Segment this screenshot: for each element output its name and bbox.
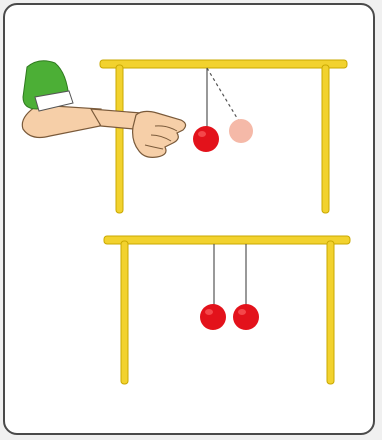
- bottom-frame-right-leg: [327, 241, 334, 384]
- top-frame-crossbar: [100, 60, 347, 68]
- ghost-ball: [229, 119, 253, 143]
- bottom-left-ball-highlight: [205, 309, 213, 315]
- top-pendulum-displaced-string: [207, 68, 240, 123]
- pendulum-illustration: [5, 5, 375, 435]
- top-frame-right-leg: [322, 65, 329, 213]
- top-scene: [22, 60, 347, 213]
- illustration-card: [3, 3, 375, 435]
- upper-arm: [22, 105, 101, 137]
- bottom-left-red-ball: [200, 304, 226, 330]
- bottom-frame-crossbar: [104, 236, 350, 244]
- bottom-right-red-ball: [233, 304, 259, 330]
- bottom-scene: [104, 236, 350, 384]
- fist: [133, 111, 186, 157]
- hand-arm: [22, 61, 185, 158]
- top-frame-left-leg: [116, 65, 123, 213]
- bottom-frame-left-leg: [121, 241, 128, 384]
- top-red-ball-highlight: [198, 131, 206, 137]
- top-red-ball: [193, 126, 219, 152]
- bottom-right-ball-highlight: [238, 309, 246, 315]
